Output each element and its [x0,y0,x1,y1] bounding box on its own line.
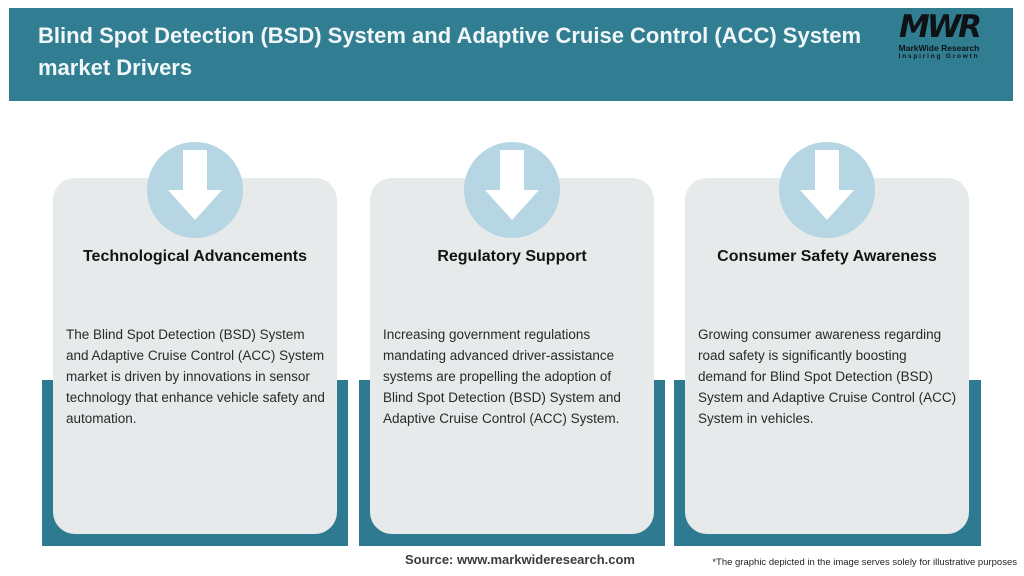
markwide-research-logo: MWR MarkWide Research Inspiring Growth [881,11,997,61]
driver-card-consumer-safety-awareness: Consumer Safety Awareness Growing consum… [685,178,969,534]
card-description: Growing consumer awareness regarding roa… [698,327,957,426]
page-title-line2: market Drivers [38,55,193,80]
logo-acronym: MWR [899,9,982,45]
down-arrow-shaft [500,150,524,190]
header-band: Blind Spot Detection (BSD) System and Ad… [9,8,1013,101]
card-description: The Blind Spot Detection (BSD) System an… [66,327,325,426]
logo-name: MarkWide Research [898,43,980,53]
down-arrow-shaft [183,150,207,190]
card-title: Technological Advancements [82,248,308,265]
logo-tagline: Inspiring Growth [898,53,980,60]
down-arrow-head [485,190,539,220]
page-title: Blind Spot Detection (BSD) System and Ad… [38,20,861,84]
down-arrow-shaft [815,150,839,190]
card-title: Consumer Safety Awareness [717,248,937,265]
card-title: Regulatory Support [437,248,587,265]
source-text: Source: www.markwideresearch.com [404,552,635,567]
card-description: Increasing government regulations mandat… [383,327,621,426]
down-arrow-icon [147,142,243,238]
page-title-line1: Blind Spot Detection (BSD) System and Ad… [38,23,862,48]
down-arrow-icon [464,142,560,238]
down-arrow-head [168,190,222,220]
disclaimer-text: *The graphic depicted in the image serve… [712,557,1017,568]
down-arrow-icon [779,142,875,238]
down-arrow-head [800,190,854,220]
